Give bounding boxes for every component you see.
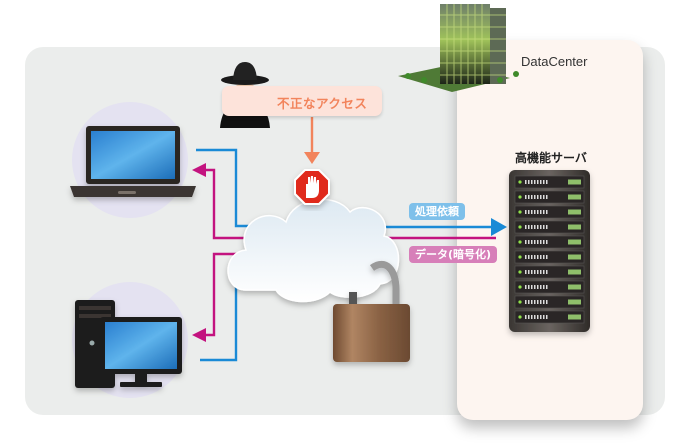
stop-hand-icon [294, 169, 330, 205]
desktop-pc-icon[interactable] [75, 300, 182, 388]
threat-bubble [222, 86, 382, 116]
server-unit [514, 235, 585, 249]
data-line-desktop [204, 252, 240, 337]
arrow-to-laptop [192, 163, 206, 177]
cloud-icon [227, 198, 400, 303]
server-unit [514, 220, 585, 234]
datacenter-label: DataCenter [521, 54, 588, 69]
data-tag: データ(暗号化) [409, 246, 498, 263]
server-unit [514, 190, 585, 204]
padlock-icon [333, 260, 410, 362]
threat-label: 不正なアクセス [277, 96, 368, 111]
arrow-to-server [491, 218, 507, 236]
server-rack-icon [509, 170, 590, 332]
laptop-icon[interactable] [70, 126, 196, 197]
server-label: 高機能サーバ [515, 151, 587, 165]
server-unit [514, 310, 585, 324]
server-unit [514, 295, 585, 309]
threat-arrow-head [304, 152, 320, 164]
request-tag: 処理依頼 [409, 203, 465, 220]
server-unit [514, 280, 585, 294]
datacenter-building-icon [398, 4, 519, 92]
server-unit [514, 250, 585, 264]
request-line-laptop [196, 148, 262, 228]
arrow-to-desktop [192, 328, 206, 342]
server-unit [514, 175, 585, 189]
server-unit [514, 265, 585, 279]
server-unit [514, 205, 585, 219]
data-line-laptop [204, 168, 248, 240]
